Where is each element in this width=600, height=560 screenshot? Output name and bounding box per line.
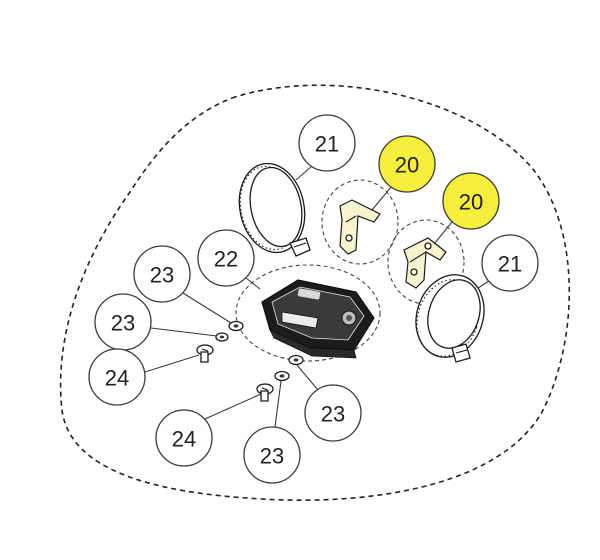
callout-20-top: 20: [378, 135, 436, 193]
sensor-housing: [235, 264, 381, 362]
svg-text:24: 24: [105, 366, 129, 391]
callout-23-upper-left: 23: [133, 245, 191, 303]
washer-lower-1: [288, 354, 304, 366]
assembly-boundary: [59, 84, 571, 501]
callout-23-bottom: 23: [243, 426, 301, 484]
washer-upper-2: [215, 332, 229, 342]
hose-clamp-right: [415, 274, 485, 363]
svg-text:23: 23: [111, 311, 135, 336]
leader-lines: [144, 165, 490, 428]
svg-text:21: 21: [498, 252, 522, 277]
screw-upper: [196, 344, 214, 363]
screw-lower: [256, 383, 274, 402]
svg-text:23: 23: [321, 402, 345, 427]
callout-22: 22: [197, 229, 255, 287]
callout-20-right: 20: [442, 172, 500, 230]
washer-lower-2: [274, 370, 290, 382]
svg-text:23: 23: [260, 444, 284, 469]
bracket-top: [321, 179, 399, 265]
svg-text:20: 20: [395, 153, 419, 178]
callout-24-bottom: 24: [155, 409, 213, 467]
svg-text:23: 23: [150, 263, 174, 288]
hose-clamp-left: [238, 162, 311, 257]
svg-text:20: 20: [459, 190, 483, 215]
callout-21-right: 21: [481, 234, 539, 292]
svg-text:24: 24: [172, 427, 196, 452]
callout-24-left: 24: [88, 348, 146, 406]
svg-text:21: 21: [315, 132, 339, 157]
washer-upper-1: [228, 320, 244, 332]
callout-23-left: 23: [94, 293, 152, 351]
svg-text:22: 22: [214, 247, 238, 272]
callout-23-bottom-right: 23: [304, 384, 362, 442]
callout-21-top: 21: [298, 114, 356, 172]
bracket-right: [387, 219, 465, 305]
